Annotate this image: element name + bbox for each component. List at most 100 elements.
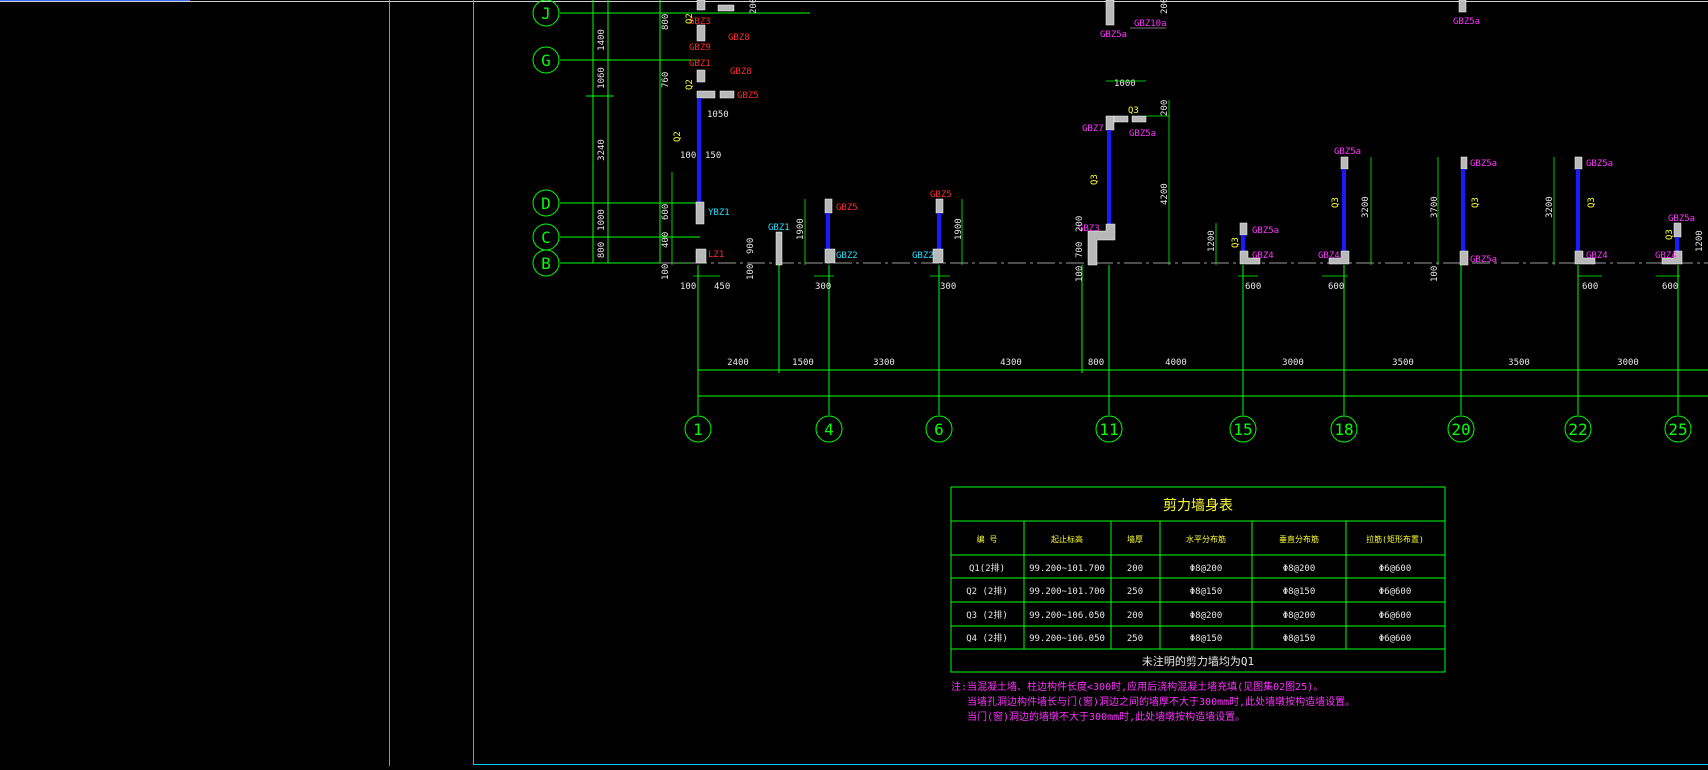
label-gbz5-4: GBZ5 <box>836 203 858 213</box>
dim-1050: 1050 <box>707 110 729 120</box>
dim-200-a: 200 <box>1160 100 1170 116</box>
bottom-dim-3500b: 3500 <box>1508 358 1530 368</box>
axis-bubble-15[interactable] <box>1229 415 1257 443</box>
wall-table-footer: 未注明的剪力墙均为Q1 <box>1142 654 1254 668</box>
axis-bubble-25[interactable] <box>1664 415 1692 443</box>
bottom-dim-1500: 1500 <box>792 358 814 368</box>
dim-100-a: 100 <box>680 151 696 161</box>
label-gbz3-top: GBZ3 <box>689 17 711 27</box>
axis-label-6: 6 <box>934 420 944 439</box>
label-gbz2-4: GBZ2 <box>836 251 858 261</box>
wall-group-right[interactable] <box>1239 0 1683 266</box>
label-q3-22: Q3 <box>1587 197 1597 208</box>
axis-bubble-d[interactable] <box>532 189 560 217</box>
wall-table[interactable] <box>950 486 1446 673</box>
axis-label-11: 11 <box>1099 420 1118 439</box>
dim-200-c: 200 <box>1075 216 1085 232</box>
row2-code: Q2 (2排) <box>966 585 1008 597</box>
note-line-2: 当墙孔洞边构件墙长与门(窗)洞边之间的墙厚不大于300mm时,此处墙墩按构造墙设… <box>967 695 1355 708</box>
label-gbz5a-15: GBZ5a <box>1252 226 1279 236</box>
dim-1200-b: 1200 <box>1695 230 1705 252</box>
axis-label-1: 1 <box>693 420 703 439</box>
dim-150: 150 <box>705 151 721 161</box>
label-q2-b: Q2 <box>685 79 695 90</box>
wall-group-axis-4[interactable] <box>775 198 944 266</box>
axis-label-d: D <box>541 194 551 213</box>
dim-100-b: 100 <box>680 282 696 292</box>
header-elev: 起止标高 <box>1051 534 1083 544</box>
axis-bubble-b[interactable] <box>532 249 560 277</box>
axis-bubble-22[interactable] <box>1564 415 1592 443</box>
axis-label-15: 15 <box>1233 420 1252 439</box>
axis-bubble-18[interactable] <box>1330 415 1358 443</box>
axis-bubble-11[interactable] <box>1095 415 1123 443</box>
axis-label-c: C <box>541 228 551 247</box>
label-gbz4-15: GBZ4 <box>1252 251 1274 261</box>
label-gbz5a-18: GBZ5a <box>1334 147 1361 157</box>
dim-1000-a: 1000 <box>1114 79 1136 89</box>
row1-tie: Φ6@600 <box>1379 564 1412 574</box>
axis-bubble-4[interactable] <box>815 415 843 443</box>
label-q3-20: Q3 <box>1471 197 1481 208</box>
label-gbz2-6: GBZ2 <box>912 251 934 261</box>
label-gbz5a-11top: GBZ5a <box>1100 30 1127 40</box>
left-dim-1060: 1060 <box>597 67 607 89</box>
header-thickness: 墙厚 <box>1127 534 1143 544</box>
left-dim-1400: 1400 <box>597 29 607 51</box>
dim-700: 700 <box>1075 242 1085 258</box>
axis-label-g: G <box>541 51 551 70</box>
row4-elev: 99.200~106.050 <box>1029 634 1105 644</box>
bottom-dim-3500a: 3500 <box>1392 358 1414 368</box>
axis-bubble-j[interactable] <box>532 0 560 27</box>
axis-label-b: B <box>541 254 551 273</box>
row4-v: Φ8@150 <box>1283 634 1316 644</box>
dim-1200-a: 1200 <box>1207 230 1217 252</box>
axis-bubble-g[interactable] <box>532 46 560 74</box>
label-gbz8: GBZ8 <box>730 67 752 77</box>
label-gbz5a-20top: GBZ5a <box>1453 17 1480 27</box>
row3-h: Φ8@200 <box>1190 611 1223 621</box>
label-gbz1: GBZ1 <box>689 59 711 69</box>
axis-bubble-20[interactable] <box>1447 415 1475 443</box>
header-tie: 拉筋(矩形布置) <box>1366 534 1424 544</box>
dim-100-left: 100 <box>661 264 671 280</box>
left-dim-3240: 3240 <box>597 139 607 161</box>
header-horizontal: 水平分布筋 <box>1186 534 1226 544</box>
dim-100-d: 100 <box>1075 266 1085 282</box>
dim-3200-a: 3200 <box>1361 196 1371 218</box>
bottom-dim-3300: 3300 <box>873 358 895 368</box>
row2-tie: Φ6@600 <box>1379 587 1412 597</box>
dim-4200: 4200 <box>1160 183 1170 205</box>
dim-1900-a: 1900 <box>796 218 806 240</box>
row2-v: Φ8@150 <box>1283 587 1316 597</box>
row4-thk: 250 <box>1127 634 1143 644</box>
bottom-dim-2400: 2400 <box>727 358 749 368</box>
row3-elev: 99.200~106.050 <box>1029 611 1105 621</box>
axis-label-25: 25 <box>1668 420 1687 439</box>
label-ybz1: YBZ1 <box>708 208 730 218</box>
row2-h: Φ8@150 <box>1190 587 1223 597</box>
axis-label-4: 4 <box>824 420 834 439</box>
row4-code: Q4 (2排) <box>966 632 1008 644</box>
axis-bubble-1[interactable] <box>684 415 712 443</box>
label-gbz5-6: GBZ5 <box>930 190 952 200</box>
label-q3-11a: Q3 <box>1128 106 1139 116</box>
wall-group-axis-1[interactable] <box>695 0 735 264</box>
label-gbz10a: GBZ10a <box>1134 19 1167 29</box>
note-line-3: 当门(窗)洞边的墙墩不大于300mm时,此处墙墩按构造墙设置。 <box>967 710 1245 723</box>
axis-bubble-6[interactable] <box>925 415 953 443</box>
dim-extension-lines <box>671 80 1680 277</box>
label-q3-15: Q3 <box>1231 237 1241 248</box>
row3-thk: 200 <box>1127 611 1143 621</box>
dim-600-15: 600 <box>1245 282 1261 292</box>
row1-h: Φ8@200 <box>1190 564 1223 574</box>
row1-code: Q1(2排) <box>969 562 1005 574</box>
bottom-dim-800: 800 <box>1088 358 1104 368</box>
dim-3700: 3700 <box>1430 196 1440 218</box>
dim-100-e: 100 <box>1430 266 1440 282</box>
wall-group-axis-11[interactable] <box>1087 0 1147 266</box>
label-gbz4-22: GBZ4 <box>1586 251 1608 261</box>
wall-table-headers: 编 号 起止标高 墙厚 水平分布筋 垂直分布筋 拉筋(矩形布置) <box>977 534 1424 544</box>
